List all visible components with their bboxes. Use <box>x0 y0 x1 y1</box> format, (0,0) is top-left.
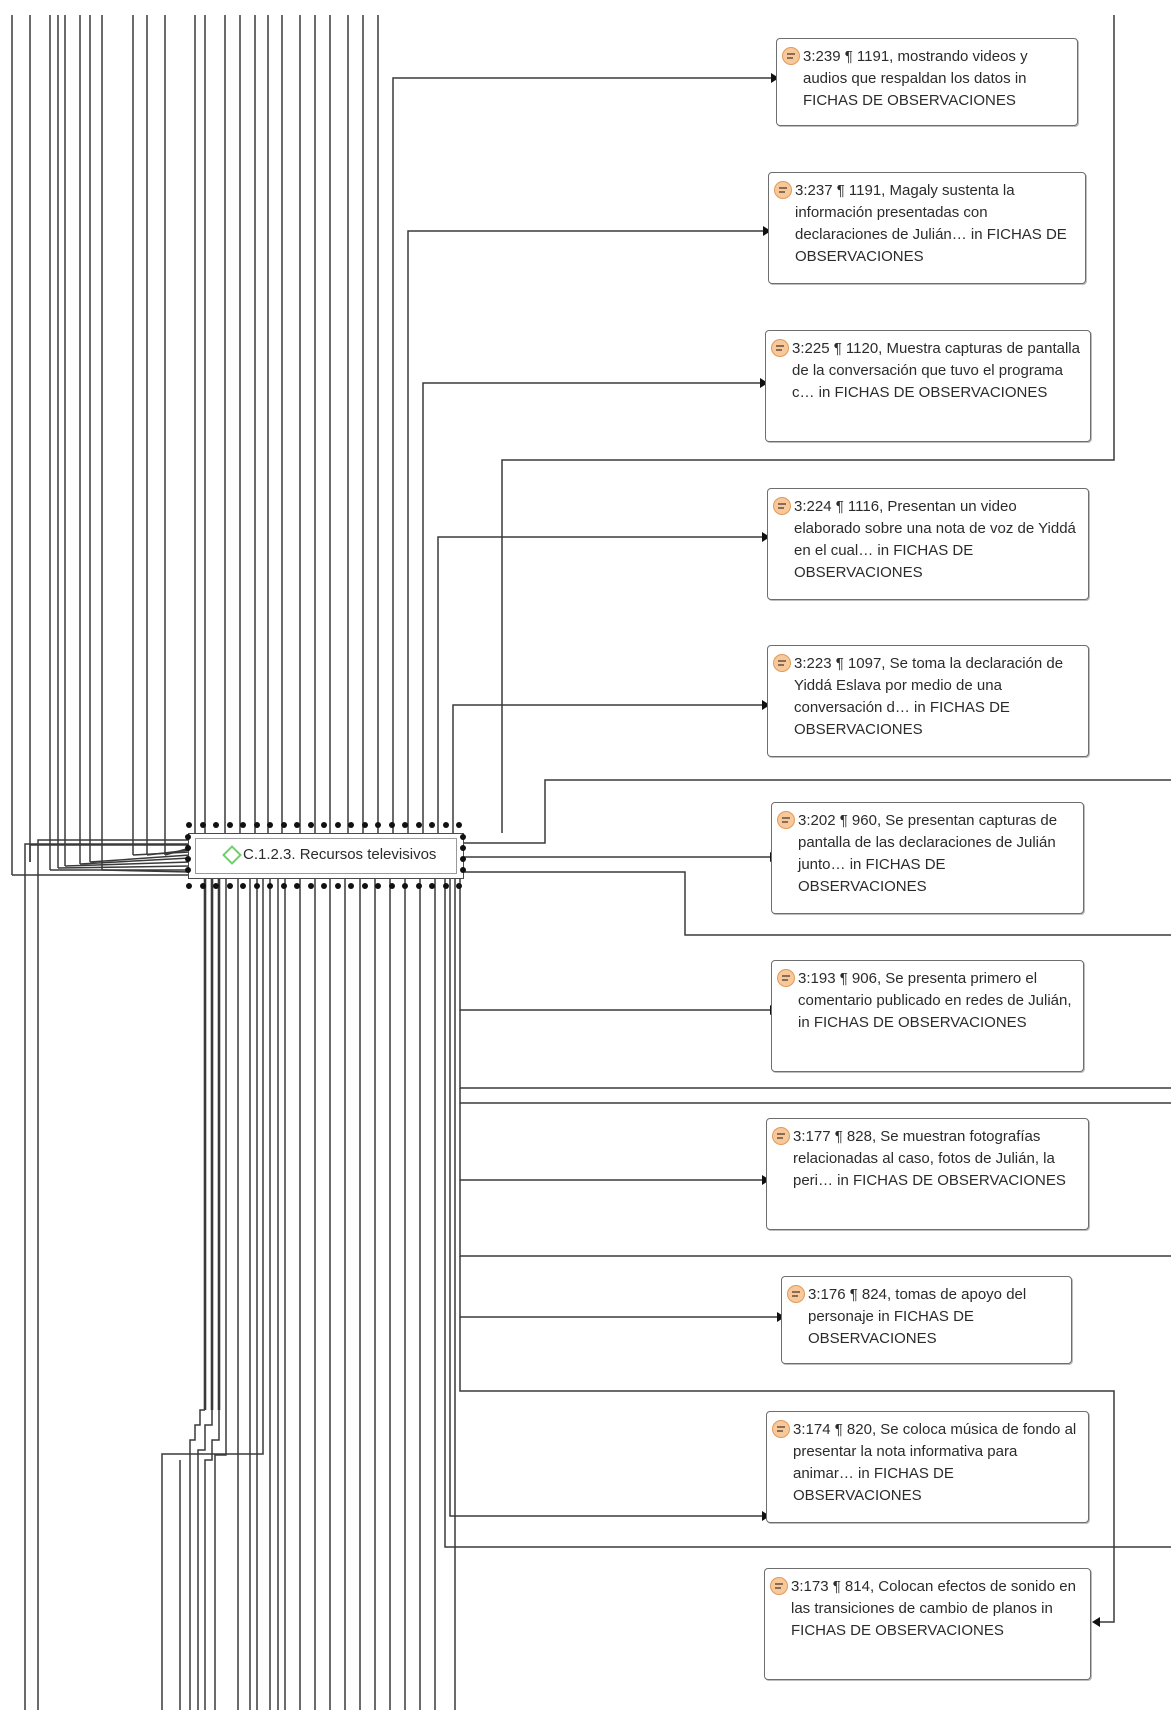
selection-handle[interactable] <box>267 883 273 889</box>
selection-handle[interactable] <box>460 856 466 862</box>
quotation-icon <box>782 47 800 65</box>
selection-handle[interactable] <box>460 845 466 851</box>
quote-node[interactable]: 3:193 ¶ 906, Se presenta primero el come… <box>771 960 1084 1072</box>
quotation-icon <box>774 181 792 199</box>
selection-handle[interactable] <box>294 883 300 889</box>
selection-handle[interactable] <box>226 822 233 828</box>
quote-node[interactable]: 3:239 ¶ 1191, mostrando videos y audios … <box>776 38 1078 126</box>
selection-handle[interactable] <box>456 822 462 828</box>
quote-node[interactable]: 3:202 ¶ 960, Se presentan capturas de pa… <box>771 802 1084 914</box>
selection-handle[interactable] <box>185 856 191 862</box>
selection-handle[interactable] <box>253 822 260 828</box>
selection-handle[interactable] <box>442 883 449 889</box>
selection-handle[interactable] <box>226 883 233 889</box>
quote-text: 3:237 ¶ 1191, Magaly sustenta la informa… <box>795 182 1067 265</box>
quotation-icon <box>772 1127 790 1145</box>
quote-node[interactable]: 3:177 ¶ 828, Se muestran fotografías rel… <box>766 1118 1089 1230</box>
selection-handle[interactable] <box>334 822 341 828</box>
quote-text: 3:173 ¶ 814, Colocan efectos de sonido e… <box>791 1578 1076 1639</box>
selection-handle[interactable] <box>388 822 395 828</box>
quotation-icon <box>773 497 791 515</box>
quote-text: 3:177 ¶ 828, Se muestran fotografías rel… <box>793 1128 1066 1189</box>
selection-handle[interactable] <box>267 822 273 828</box>
selection-handle[interactable] <box>415 822 422 828</box>
selection-handle[interactable] <box>442 822 449 828</box>
selection-handle[interactable] <box>375 822 381 828</box>
selection-handle[interactable] <box>460 834 466 840</box>
selection-handle[interactable] <box>456 883 462 889</box>
quotation-icon <box>777 969 795 987</box>
quote-text: 3:174 ¶ 820, Se coloca música de fondo a… <box>793 1421 1077 1504</box>
quote-text: 3:193 ¶ 906, Se presenta primero el come… <box>798 970 1072 1031</box>
selection-handle[interactable] <box>213 822 219 828</box>
quote-node[interactable]: 3:176 ¶ 824, tomas de apoyo del personaj… <box>781 1276 1072 1364</box>
quote-text: 3:202 ¶ 960, Se presentan capturas de pa… <box>798 812 1058 895</box>
selection-handle[interactable] <box>186 883 192 889</box>
quotation-icon <box>772 1420 790 1438</box>
quotation-icon <box>773 654 791 672</box>
quotation-icon <box>787 1285 805 1303</box>
code-node-inner <box>195 838 457 874</box>
quote-text: 3:223 ¶ 1097, Se toma la declaración de … <box>794 655 1064 738</box>
selection-handle[interactable] <box>185 845 191 851</box>
selection-handle[interactable] <box>334 883 341 889</box>
selection-handle[interactable] <box>388 883 395 889</box>
selection-handle[interactable] <box>199 822 206 828</box>
code-node[interactable]: C.1.2.3. Recursos televisivos <box>188 833 464 879</box>
quote-node[interactable]: 3:223 ¶ 1097, Se toma la declaración de … <box>767 645 1089 757</box>
quote-text: 3:239 ¶ 1191, mostrando videos y audios … <box>803 48 1028 109</box>
selection-handle[interactable] <box>185 834 191 840</box>
selection-handle[interactable] <box>460 867 466 873</box>
selection-handle[interactable] <box>375 883 381 889</box>
selection-handle[interactable] <box>361 822 368 828</box>
selection-handle[interactable] <box>429 883 435 889</box>
selection-handle[interactable] <box>253 883 260 889</box>
selection-handle[interactable] <box>294 822 300 828</box>
selection-handle[interactable] <box>321 883 327 889</box>
quote-node[interactable]: 3:173 ¶ 814, Colocan efectos de sonido e… <box>764 1568 1091 1680</box>
quote-node[interactable]: 3:224 ¶ 1116, Presentan un video elabora… <box>767 488 1089 600</box>
link-lines <box>11 15 1171 1710</box>
quote-text: 3:176 ¶ 824, tomas de apoyo del personaj… <box>808 1286 1027 1347</box>
selection-handle[interactable] <box>348 883 354 889</box>
selection-handle[interactable] <box>213 883 219 889</box>
selection-handle[interactable] <box>185 867 191 873</box>
quote-node[interactable]: 3:174 ¶ 820, Se coloca música de fondo a… <box>766 1411 1089 1523</box>
selection-handle[interactable] <box>240 822 246 828</box>
code-node-label: C.1.2.3. Recursos televisivos <box>243 846 437 863</box>
selection-handle[interactable] <box>280 822 287 828</box>
selection-handle[interactable] <box>415 883 422 889</box>
selection-handle[interactable] <box>199 883 206 889</box>
selection-handle[interactable] <box>321 822 327 828</box>
quotation-icon <box>770 1577 788 1595</box>
selection-handle[interactable] <box>429 822 435 828</box>
selection-handle[interactable] <box>348 822 354 828</box>
selection-handle[interactable] <box>240 883 246 889</box>
quotation-icon <box>771 339 789 357</box>
selection-handle[interactable] <box>307 883 314 889</box>
quote-text: 3:225 ¶ 1120, Muestra capturas de pantal… <box>792 340 1080 401</box>
selection-handle[interactable] <box>280 883 287 889</box>
quote-text: 3:224 ¶ 1116, Presentan un video elabora… <box>794 498 1076 581</box>
quotation-icon <box>777 811 795 829</box>
selection-handle[interactable] <box>186 822 192 828</box>
quote-node[interactable]: 3:237 ¶ 1191, Magaly sustenta la informa… <box>768 172 1086 284</box>
selection-handle[interactable] <box>307 822 314 828</box>
selection-handle[interactable] <box>402 883 408 889</box>
selection-handle[interactable] <box>361 883 368 889</box>
selection-handle[interactable] <box>402 822 408 828</box>
quote-node[interactable]: 3:225 ¶ 1120, Muestra capturas de pantal… <box>765 330 1091 442</box>
